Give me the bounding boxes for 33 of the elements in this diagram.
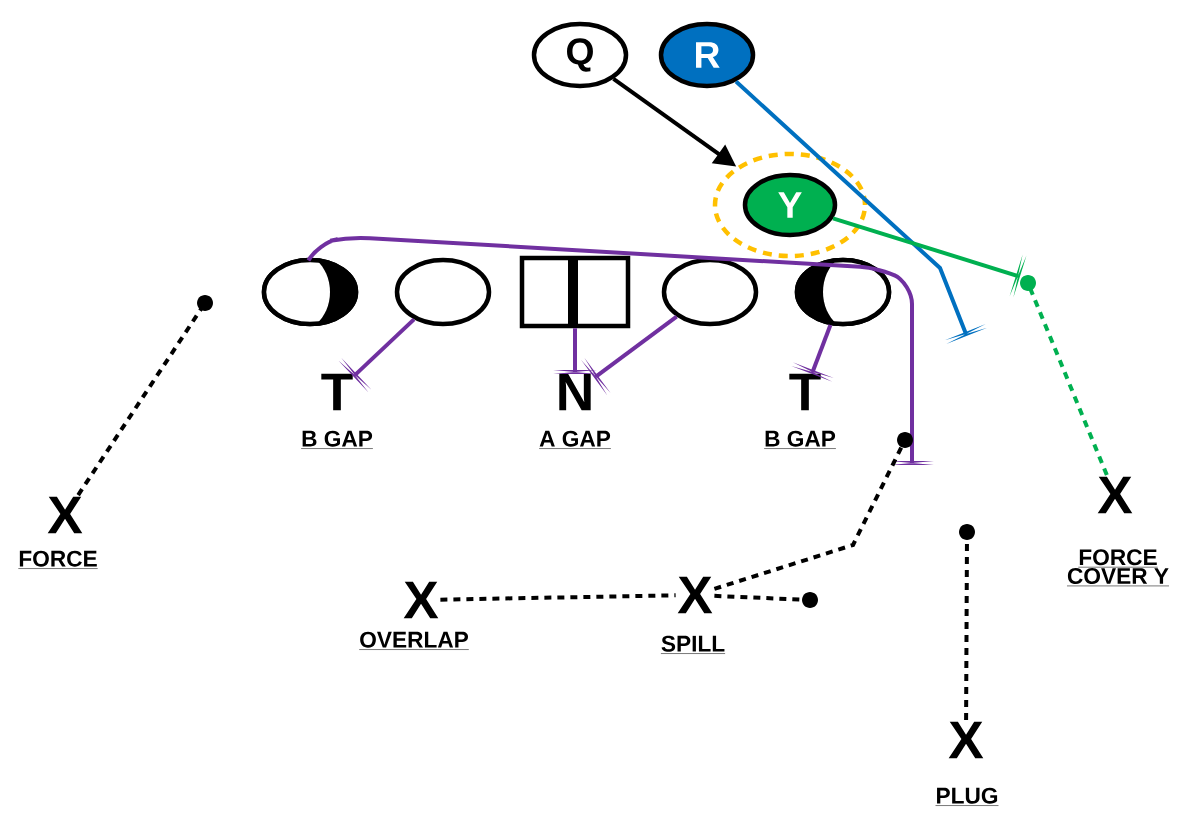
player-letter: N (559, 373, 591, 411)
player-oval: Q (531, 21, 629, 89)
lineman-oval (794, 257, 892, 327)
dotted-line (959, 524, 975, 721)
assignment-label: SPILL (661, 635, 725, 652)
lineman-oval (261, 257, 359, 327)
dotted-line (440, 593, 676, 602)
player-letter: X (403, 581, 439, 619)
highlight-ring (712, 151, 868, 259)
assignment-label: B GAP (765, 430, 836, 447)
lineman-oval (394, 257, 492, 327)
player-letter: X (677, 576, 713, 614)
player-letter: X (47, 496, 83, 534)
dotted-line (714, 592, 818, 608)
assignment-label: PLUG (937, 787, 998, 804)
player-letter: X (948, 721, 984, 759)
block-line (791, 324, 834, 382)
player-oval: Y (742, 172, 838, 238)
player-letter: X (1097, 476, 1133, 514)
center-box (519, 255, 631, 329)
dotted-line (76, 295, 213, 497)
player-letter: T (321, 373, 353, 411)
assignment-label: FORCE (19, 550, 97, 567)
dotted-line (1020, 275, 1109, 476)
player-oval: R (658, 21, 756, 89)
assignment-label: B GAP (302, 430, 373, 447)
block-line (581, 315, 678, 396)
dotted-line (713, 432, 913, 591)
assignment-label: FORCE COVER Y (1067, 549, 1169, 585)
player-letter: T (789, 373, 821, 411)
lineman-oval (661, 257, 759, 327)
assignment-label: A GAP (539, 430, 611, 447)
assignment-label: OVERLAP (360, 631, 468, 648)
